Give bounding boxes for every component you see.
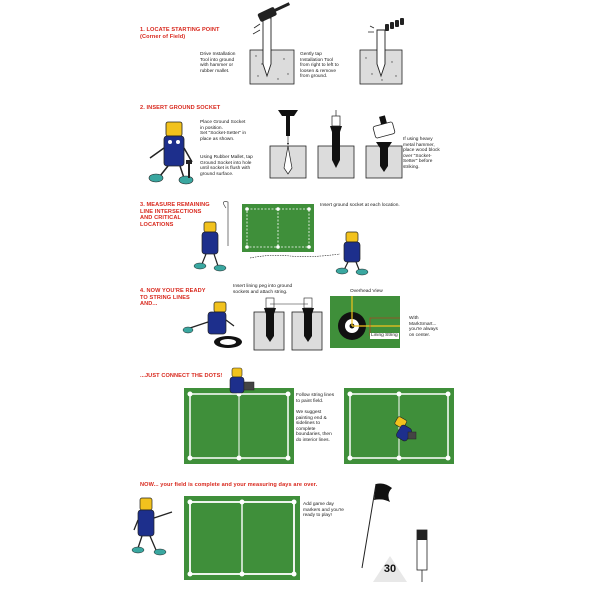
end-zone-pylon-icon	[416, 529, 428, 582]
step-1-heading: 1. LOCATE STARTING POINT	[140, 27, 220, 33]
text-line: striking.	[403, 164, 420, 170]
text-line: With	[409, 316, 419, 321]
lining-string-label: Lining String	[370, 333, 399, 339]
step-1-subtitle: (Corner of Field)	[140, 33, 186, 40]
text-line: complete	[296, 426, 316, 432]
text-line: sockets and attach string.	[233, 289, 288, 295]
corner-flag-icon	[361, 483, 392, 569]
stringing-lines-illustration	[182, 297, 323, 351]
yard-marker-icon	[373, 556, 407, 582]
text-line: to paint field.	[296, 398, 324, 404]
text-line: loosen & remove	[300, 68, 336, 74]
tool-removal-illustration	[359, 18, 404, 85]
text-line: from ground.	[300, 74, 328, 80]
step-2-text-heavy-hammer: If using heavy metal hammer, place wood …	[403, 137, 440, 171]
hammer-icon	[257, 2, 291, 22]
step-4-title: 4. NOW YOU'RE READY TO STRING LINES AND.…	[140, 288, 206, 308]
step-5-text-suggest: We suggest painting end & sidelines to c…	[296, 410, 332, 444]
text-line: ready to play!	[303, 513, 332, 519]
step-2-title: 2. INSERT GROUND SOCKET	[140, 105, 221, 111]
mascot-with-socket-illustration	[148, 121, 194, 185]
text-line: Gently tap	[300, 52, 322, 57]
step-1-text-remove: Gently tap Installation Tool from right …	[300, 52, 339, 80]
step-3-title: 3. MEASURE REMAINING LINE INTERSECTIONS …	[140, 202, 210, 228]
spring-handle-icon	[385, 18, 404, 31]
painting-field-illustration-left	[184, 367, 294, 464]
text-line: Installation Tool	[300, 57, 333, 63]
text-line: do interior lines.	[296, 437, 330, 443]
measuring-field-illustration	[193, 201, 369, 276]
text-line: Using Rubber Mallet, tap	[200, 155, 253, 160]
ground-socket-sequence-illustration	[269, 110, 403, 179]
text-line: over "Socket-	[403, 153, 432, 159]
step-3-text-insert: Insert ground socket at each location.	[320, 203, 400, 208]
text-line: Insert lining peg into ground	[233, 284, 293, 289]
text-line: place wood block	[403, 148, 440, 154]
step-5-text-follow: Follow string lines to paint field.	[296, 393, 334, 404]
text-line: until socket is flush with	[200, 166, 251, 172]
painting-field-illustration-right	[344, 388, 454, 464]
step-6-text-add-markers: Add game day markers and you're ready to…	[303, 502, 344, 519]
overhead-view-label: Overhead View	[350, 289, 383, 294]
title-line: 3. MEASURE REMAINING	[140, 202, 210, 208]
title-line: TO STRING LINES	[140, 294, 190, 301]
text-line: markers and you're	[303, 507, 344, 513]
text-line: Ground Socket into hole	[200, 160, 252, 166]
text-line: painting end &	[296, 415, 327, 421]
title-line: 4. NOW YOU'RE READY	[140, 288, 206, 294]
text-line: rubber mallet.	[200, 68, 230, 74]
text-line: place as shown.	[200, 136, 235, 142]
text-line: Add game day	[303, 502, 334, 507]
step-2-text-place: Place Ground Socket in position. Set "So…	[200, 120, 246, 142]
finished-field-illustration	[131, 496, 300, 580]
text-line: Tool into ground	[200, 57, 235, 63]
title-line: LINE INTERSECTIONS	[140, 208, 202, 215]
step-6-title: NOW... your field is complete and your m…	[140, 482, 318, 488]
text-line: on center.	[409, 332, 431, 338]
step-1-text-drive: Drive Installation Tool into ground with…	[200, 52, 235, 74]
text-line: Setter" before	[403, 159, 433, 165]
step-4-text-center: With MarkSmart... you're always on cente…	[409, 316, 438, 338]
step-2-text-tap: Using Rubber Mallet, tap Ground Socket i…	[200, 155, 253, 177]
overhead-view-illustration	[330, 296, 400, 348]
text-line: from right to left to	[300, 63, 339, 69]
text-line: metal hammer,	[403, 142, 435, 148]
yard-marker-number: 30	[383, 563, 397, 575]
step-5-title: ...JUST CONNECT THE DOTS!	[140, 373, 223, 379]
step-1-title: 1. LOCATE STARTING POINT (Corner of Fiel…	[140, 27, 220, 40]
text-line: Place Ground Socket	[200, 120, 246, 125]
title-line: AND CRITICAL	[140, 215, 181, 222]
title-line: LOCATIONS	[140, 221, 174, 228]
text-line: with hammer or	[200, 63, 234, 69]
text-line: Follow string lines	[296, 393, 335, 398]
text-line: you're always	[409, 327, 438, 333]
text-line: If using heavy	[403, 137, 433, 142]
installation-tool-hammer-illustration	[249, 2, 295, 85]
text-line: Set "Socket-Setter" in	[200, 131, 247, 137]
title-line: AND...	[140, 301, 158, 308]
step-4-text-insert-peg: Insert lining peg into ground sockets an…	[233, 284, 292, 295]
text-line: Drive Installation	[200, 52, 236, 57]
text-line: MarkSmart...	[409, 321, 437, 327]
text-line: We suggest	[296, 410, 322, 415]
text-line: ground surface.	[200, 171, 234, 177]
text-line: in position.	[200, 125, 223, 131]
text-line: sidelines to	[296, 421, 320, 427]
text-line: boundaries, then	[296, 432, 332, 438]
